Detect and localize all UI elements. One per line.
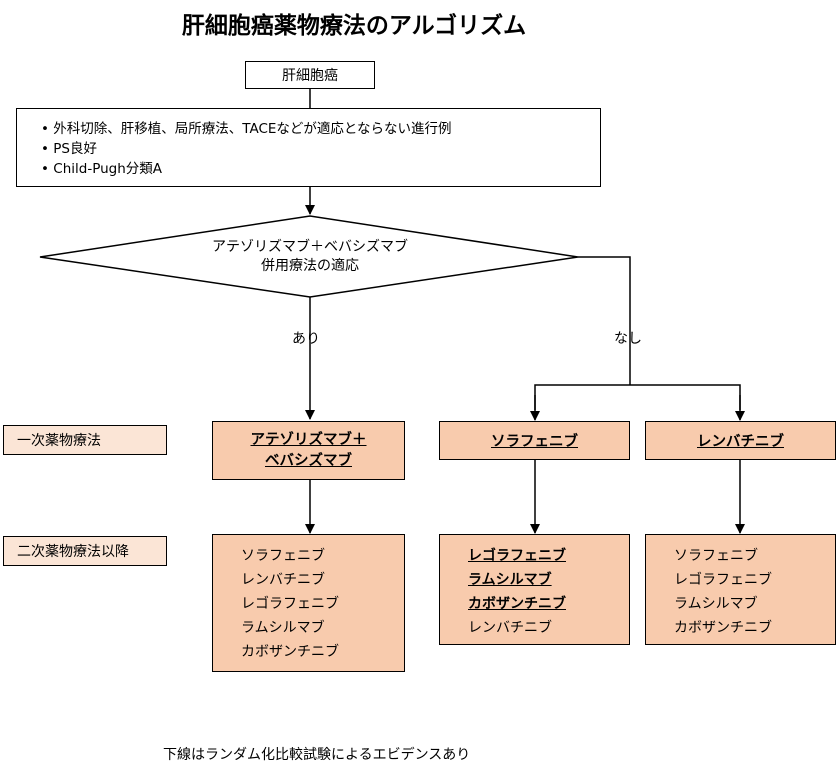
second-line-left-box: ソラフェニブ レンバチニブ レゴラフェニブ ラムシルマブ カボザンチニブ [212,534,405,672]
second-line-middle-box: レゴラフェニブ ラムシルマブ カボザンチニブ レンバチニブ [439,534,630,645]
drug-name: ソラフェニブ [674,548,758,564]
drug-name: ソラフェニブ [241,548,325,564]
first-line-lenvatinib-box: レンバチニブ [645,421,836,460]
drug-name: カボザンチニブ [241,644,339,660]
second-line-right-box: ソラフェニブ レゴラフェニブ ラムシルマブ カボザンチニブ [645,534,836,645]
row-label-second-line: 二次薬物療法以降 [3,536,167,566]
drug-name: レゴラフェニブ [468,548,566,564]
first-line-atezo-bev-box: アテゾリズマブ＋ ベバシズマブ [212,421,405,480]
start-box: 肝細胞癌 [245,61,375,89]
drug-name: ソラフェニブ [491,434,578,450]
first-line-sorafenib-box: ソラフェニブ [439,421,630,460]
drug-name: カボザンチニブ [468,596,566,612]
decision-text: アテゾリズマブ＋ベバシズマブ 併用療法の適応 [160,238,460,276]
drug-name: レンバチニブ [241,572,325,588]
criteria-item: 外科切除、肝移植、局所療法、TACEなどが適応とならない進行例 [41,119,600,139]
drug-name: アテゾリズマブ＋ [250,431,367,448]
drug-name: レゴラフェニブ [674,572,772,588]
drug-name: ラムシルマブ [468,572,552,588]
decision-line: アテゾリズマブ＋ベバシズマブ [212,239,408,255]
drug-name: ラムシルマブ [674,596,758,612]
drug-name: ラムシルマブ [241,620,325,636]
branch-yes-label: あり [292,331,320,347]
drug-name: レゴラフェニブ [241,596,339,612]
page-title: 肝細胞癌薬物療法のアルゴリズム [181,13,527,39]
row-label-first-line: 一次薬物療法 [3,425,167,455]
footnote: 下線はランダム化比較試験によるエビデンスあり [163,747,471,763]
drug-name: レンバチニブ [468,620,552,636]
decision-line: 併用療法の適応 [261,258,359,274]
drug-name: カボザンチニブ [674,620,772,636]
criteria-box: 外科切除、肝移植、局所療法、TACEなどが適応とならない進行例 PS良好 Chi… [16,108,601,187]
connector-no-split [534,384,741,410]
decision-diamond [39,215,579,298]
drug-name: ベバシズマブ [265,452,352,469]
connector-no-branch [578,256,631,385]
drug-name: レンバチニブ [697,434,784,450]
branch-no-label: なし [614,331,642,347]
criteria-item: PS良好 [41,139,600,159]
criteria-item: Child-Pugh分類A [41,159,600,179]
